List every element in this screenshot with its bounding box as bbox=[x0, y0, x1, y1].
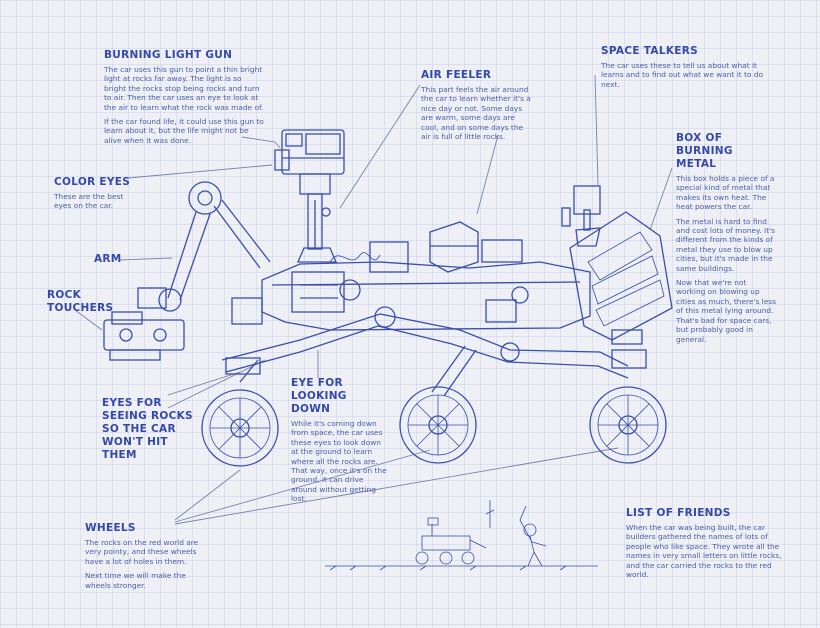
mast bbox=[274, 129, 345, 263]
heading-wheels: WHEELS bbox=[85, 522, 136, 534]
leader-rock-touchers bbox=[74, 309, 103, 331]
leader-wheels-1 bbox=[174, 469, 241, 521]
label-wheels: WHEELS The rocks on the red world are ve… bbox=[85, 522, 203, 595]
text-eye-for-looking-down: While it's coming down from space, the c… bbox=[291, 419, 387, 504]
label-list-of-friends: LIST OF FRIENDS When the car was being b… bbox=[626, 507, 786, 584]
leader-space-talkers-2 bbox=[476, 134, 499, 215]
text-box-of-burning-metal-2: The metal is hard to find and cost lots … bbox=[676, 216, 776, 273]
text-air-feeler: This part feels the air around the car t… bbox=[421, 85, 531, 142]
text-box-of-burning-metal-3: Now that we're not working on blowing up… bbox=[676, 278, 776, 344]
leader-eyes-for-seeing-2 bbox=[167, 359, 266, 409]
leader-eyes-for-seeing bbox=[167, 371, 241, 396]
label-air-feeler: AIR FEELER This part feels the air aroun… bbox=[421, 69, 533, 146]
leader-wheels-2 bbox=[174, 449, 431, 523]
heading-arm: ARM bbox=[94, 253, 122, 265]
text-box-of-burning-metal-1: This box holds a piece of a special kind… bbox=[676, 174, 775, 212]
text-burning-light-gun-2: If the car found life, it could use this… bbox=[104, 117, 264, 145]
leader-arm bbox=[119, 257, 173, 261]
heading-air-feeler: AIR FEELER bbox=[421, 69, 492, 81]
text-wheels-2: Next time we will make the wheels strong… bbox=[85, 571, 186, 590]
label-eyes-for-seeing-rocks: EYES FOR SEEING ROCKS SO THE CAR WON'T H… bbox=[102, 397, 198, 465]
heading-eyes-for-seeing-rocks: EYES FOR SEEING ROCKS SO THE CAR WON'T H… bbox=[102, 397, 193, 461]
label-arm: ARM bbox=[94, 253, 134, 269]
text-color-eyes: These are the best eyes on the car. bbox=[54, 192, 124, 211]
label-burning-light-gun: BURNING LIGHT GUN The car uses this gun … bbox=[104, 49, 264, 150]
antennas bbox=[561, 185, 601, 247]
label-space-talkers: SPACE TALKERS The car uses these to tell… bbox=[601, 45, 763, 94]
rover-body bbox=[261, 221, 591, 331]
label-box-of-burning-metal: BOX OF BURNING METAL This box holds a pi… bbox=[676, 132, 776, 349]
label-eye-for-looking-down: EYE FOR LOOKING DOWN While it's coming d… bbox=[291, 377, 389, 509]
text-space-talkers: The car uses these to tell us about what… bbox=[601, 61, 764, 89]
text-list-of-friends: When the car was being built, the car bu… bbox=[626, 523, 782, 580]
label-rock-touchers: ROCK TOUCHERS bbox=[47, 289, 114, 318]
wheel-front bbox=[201, 389, 279, 467]
wheel-middle bbox=[399, 386, 477, 464]
heading-rock-touchers: ROCK TOUCHERS bbox=[47, 289, 114, 314]
power-box bbox=[569, 211, 673, 345]
leader-air-feeler bbox=[339, 84, 421, 209]
heading-list-of-friends: LIST OF FRIENDS bbox=[626, 507, 731, 519]
leader-color-eyes bbox=[127, 164, 273, 179]
leader-wheels-3 bbox=[174, 447, 619, 525]
suspension bbox=[221, 306, 647, 397]
robotic-arm bbox=[103, 181, 271, 361]
leader-burning-light-gun bbox=[241, 136, 281, 149]
heading-box-of-burning-metal: BOX OF BURNING METAL bbox=[676, 132, 733, 170]
text-wheels-1: The rocks on the red world are very poin… bbox=[85, 538, 199, 566]
leader-space-talkers bbox=[594, 74, 599, 186]
heading-burning-light-gun: BURNING LIGHT GUN bbox=[104, 49, 233, 61]
wheel-rear bbox=[589, 386, 667, 464]
text-burning-light-gun-1: The car uses this gun to point a thin br… bbox=[104, 65, 264, 112]
leader-burning-metal bbox=[649, 167, 673, 231]
heading-eye-for-looking-down: EYE FOR LOOKING DOWN bbox=[291, 377, 347, 415]
stick-figure bbox=[519, 505, 547, 567]
heading-color-eyes: COLOR EYES bbox=[54, 176, 131, 188]
label-color-eyes: COLOR EYES These are the best eyes on th… bbox=[54, 176, 134, 216]
small-rover bbox=[415, 500, 495, 565]
heading-space-talkers: SPACE TALKERS bbox=[601, 45, 698, 57]
ground-line bbox=[325, 565, 598, 571]
leader-lines bbox=[74, 74, 673, 525]
